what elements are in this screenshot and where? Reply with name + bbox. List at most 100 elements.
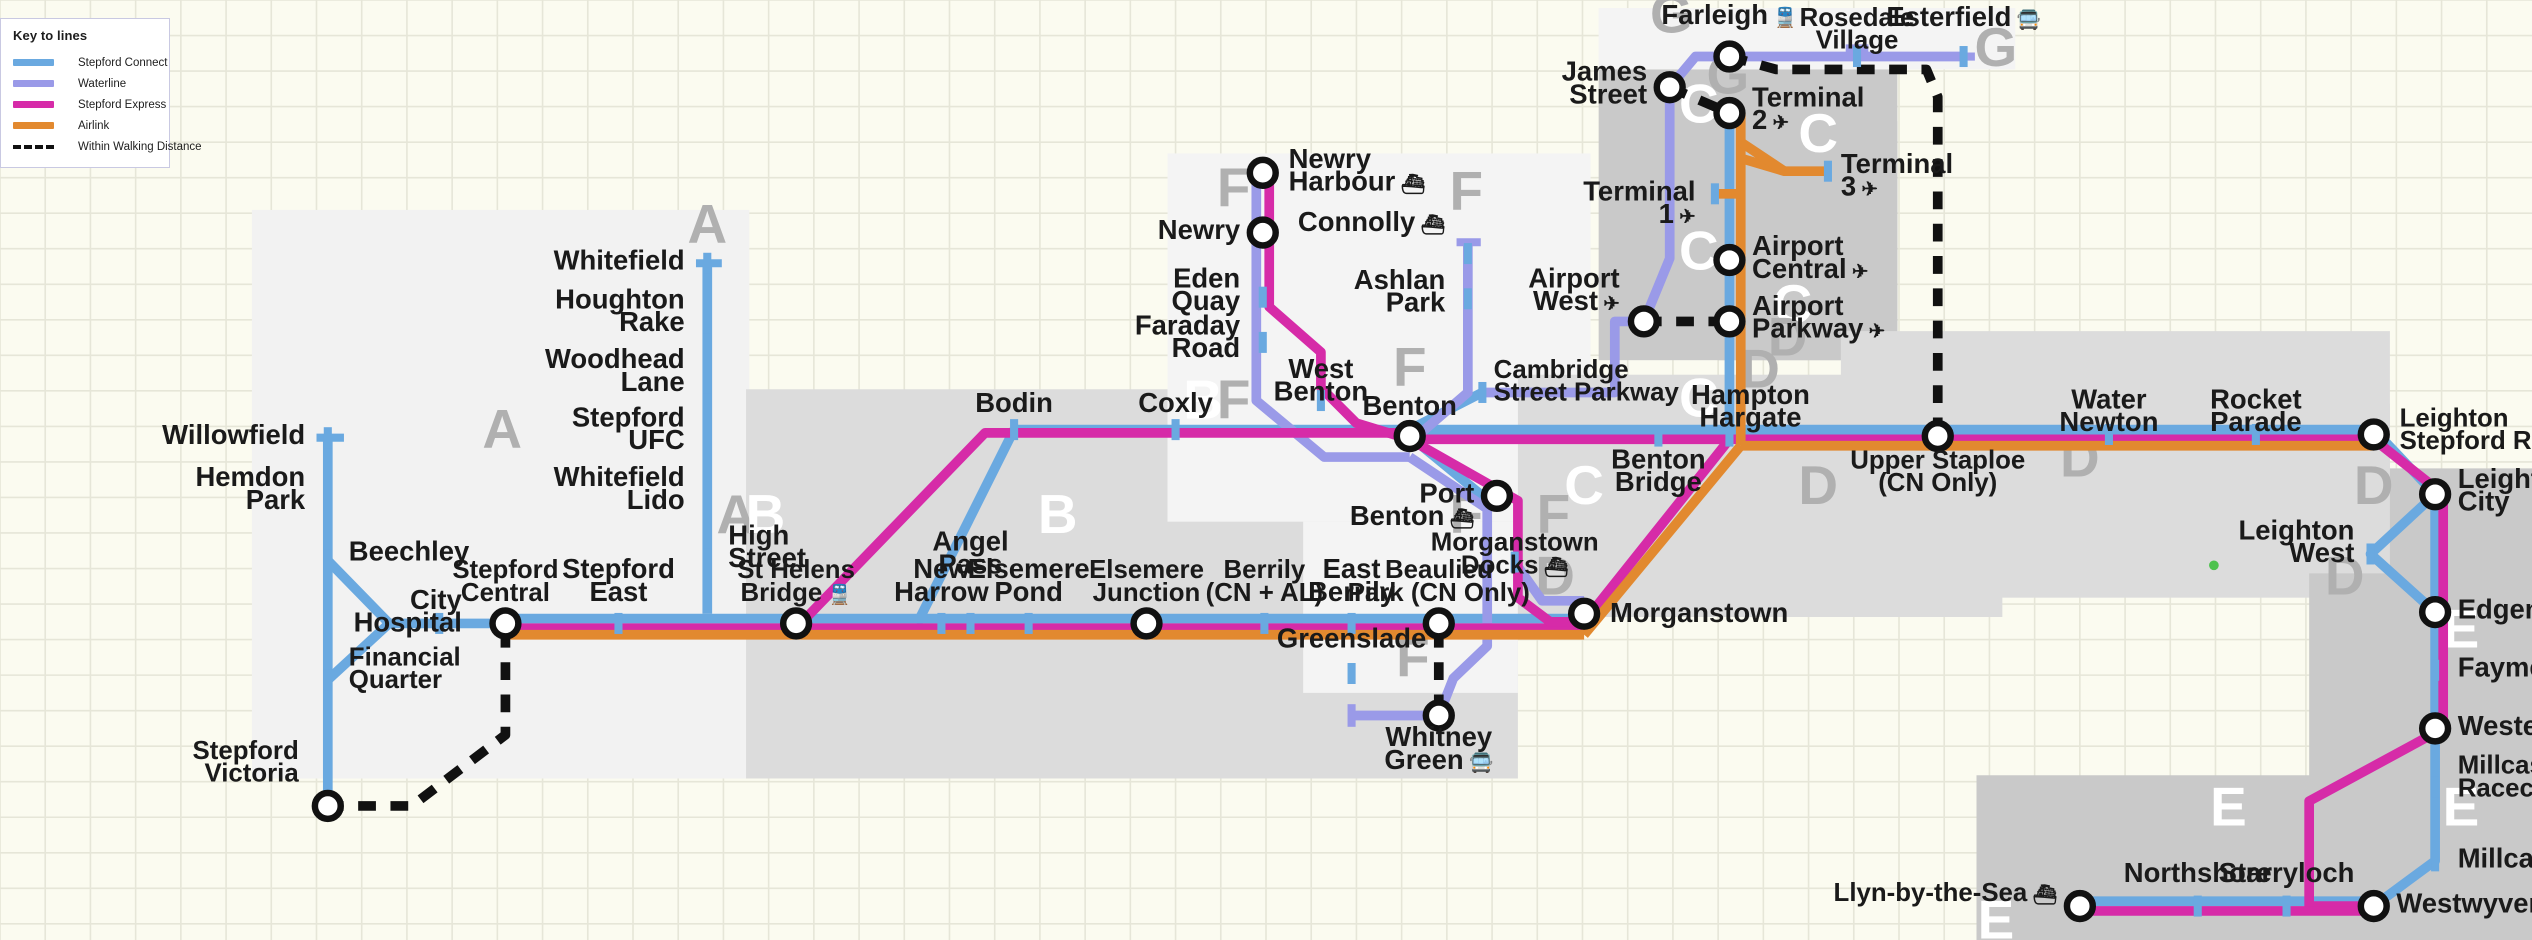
station-tick[interactable] <box>1024 612 1033 634</box>
station-tick[interactable] <box>323 549 332 571</box>
station-tick[interactable] <box>1823 160 1832 182</box>
interchange-station-marker[interactable] <box>1921 419 1954 453</box>
station-tick[interactable] <box>1725 425 1734 447</box>
station-tick[interactable] <box>435 612 444 634</box>
interchange-station-marker[interactable] <box>1480 479 1514 512</box>
station-tick[interactable] <box>1260 612 1269 634</box>
station-tick[interactable] <box>966 612 975 634</box>
zone-letter: F <box>1217 157 1251 219</box>
interchange-station-marker[interactable] <box>1713 305 1746 338</box>
station-label: Westercoast <box>2458 710 2532 741</box>
station-label-line: Faraday <box>1135 309 1241 340</box>
station-tick[interactable] <box>2282 895 2291 917</box>
interchange-station-marker[interactable] <box>1713 96 1746 130</box>
station-tick[interactable] <box>1463 243 1472 265</box>
interchange-station-marker[interactable] <box>1422 699 1455 732</box>
station-tick[interactable] <box>323 427 332 449</box>
station-tick[interactable] <box>1463 288 1472 310</box>
station-tick[interactable] <box>323 490 332 512</box>
station-label-line: Rosedale <box>1800 4 1915 32</box>
station-tick[interactable] <box>1010 419 1019 441</box>
station-label-line: Docks <box>1461 551 1539 579</box>
interchange-station-marker[interactable] <box>2357 418 2390 451</box>
station-tick[interactable] <box>937 612 946 634</box>
interchange-station-marker[interactable] <box>489 607 522 640</box>
station-tick[interactable] <box>2431 776 2440 798</box>
station-label-line: Benton <box>1362 390 1456 421</box>
interchange-station-marker[interactable] <box>1422 607 1455 640</box>
interchange-station-marker[interactable] <box>1246 156 1279 189</box>
station-label-line: Bodin <box>975 387 1053 418</box>
plane-icon: ✈ <box>1863 321 1885 343</box>
station-tick[interactable] <box>323 669 332 691</box>
interchange-station-marker[interactable] <box>779 607 813 640</box>
station-tick[interactable] <box>1171 419 1180 441</box>
station-tick[interactable] <box>1347 663 1356 685</box>
interchange-station-marker[interactable] <box>2063 889 2097 923</box>
minor-stations[interactable] <box>323 46 2440 917</box>
station-tick[interactable] <box>703 490 712 512</box>
station-tick[interactable] <box>703 372 712 394</box>
interchange-station-marker[interactable] <box>2357 889 2390 923</box>
station-tick[interactable] <box>1654 425 1663 447</box>
interchange-station-marker[interactable] <box>1713 40 1746 73</box>
station-label: Benton <box>1362 390 1456 421</box>
station-tick[interactable] <box>1258 331 1267 353</box>
interchange-station-marker[interactable] <box>2418 712 2452 745</box>
interchange-stations[interactable] <box>311 40 2452 923</box>
interchange-station-marker[interactable] <box>311 789 344 823</box>
station-tick[interactable] <box>2431 850 2440 872</box>
station-tick[interactable] <box>2431 659 2440 681</box>
station-label: Llyn-by-the-Sea ⛴ <box>1834 879 2058 907</box>
station-label-line: Street <box>728 542 806 573</box>
station-tick[interactable] <box>1478 381 1487 403</box>
station-tick[interactable] <box>614 612 623 634</box>
station-label-line: Upper Staploe <box>1850 446 2025 474</box>
station-tick[interactable] <box>2251 423 2260 445</box>
station-label-line: Hampton <box>1691 379 1810 410</box>
station-label-line: Leighton <box>2239 514 2355 545</box>
station-tick[interactable] <box>1710 183 1719 205</box>
interchange-station-marker[interactable] <box>1713 243 1746 277</box>
station-tick[interactable] <box>703 548 712 570</box>
interchange-station-marker[interactable] <box>1567 597 1601 630</box>
station-tick[interactable] <box>2104 423 2113 445</box>
line-stepford-express[interactable] <box>505 172 2449 916</box>
station-tick[interactable] <box>1852 46 1862 68</box>
interchange-station-marker[interactable] <box>1246 216 1279 249</box>
station-label: Esterfield 🚍 <box>1886 1 2041 32</box>
interchange-station-marker[interactable] <box>2418 478 2452 511</box>
station-tick[interactable] <box>703 252 712 274</box>
interchange-station-marker[interactable] <box>1627 305 1661 338</box>
station-label: Millcastle <box>2458 842 2532 873</box>
interchange-station-marker[interactable] <box>1130 607 1163 640</box>
station-tick[interactable] <box>1258 286 1267 308</box>
interchange-station-marker[interactable] <box>2418 595 2452 629</box>
interchange-station-marker[interactable] <box>1653 71 1686 104</box>
station-label-line: Newry <box>1158 214 1241 245</box>
interchange-station-marker[interactable] <box>1393 419 1426 453</box>
station-tick[interactable] <box>1316 390 1325 412</box>
station-label: Whitefield <box>554 245 685 276</box>
station-tick[interactable] <box>1959 46 1968 68</box>
station-tick[interactable] <box>2193 895 2202 917</box>
station-tick[interactable] <box>2366 543 2375 565</box>
station-tick[interactable] <box>703 430 712 452</box>
station-tick[interactable] <box>703 312 712 334</box>
station-tick[interactable] <box>1347 612 1356 634</box>
station-tick[interactable] <box>1510 551 1519 573</box>
zone-letter: E <box>1978 888 2015 940</box>
station-label-line: Starryloch <box>2219 857 2355 888</box>
station-label-line: Street Parkway <box>1494 379 1680 407</box>
legend-swatch <box>13 80 54 87</box>
station-label-line: Port <box>1419 477 1474 508</box>
